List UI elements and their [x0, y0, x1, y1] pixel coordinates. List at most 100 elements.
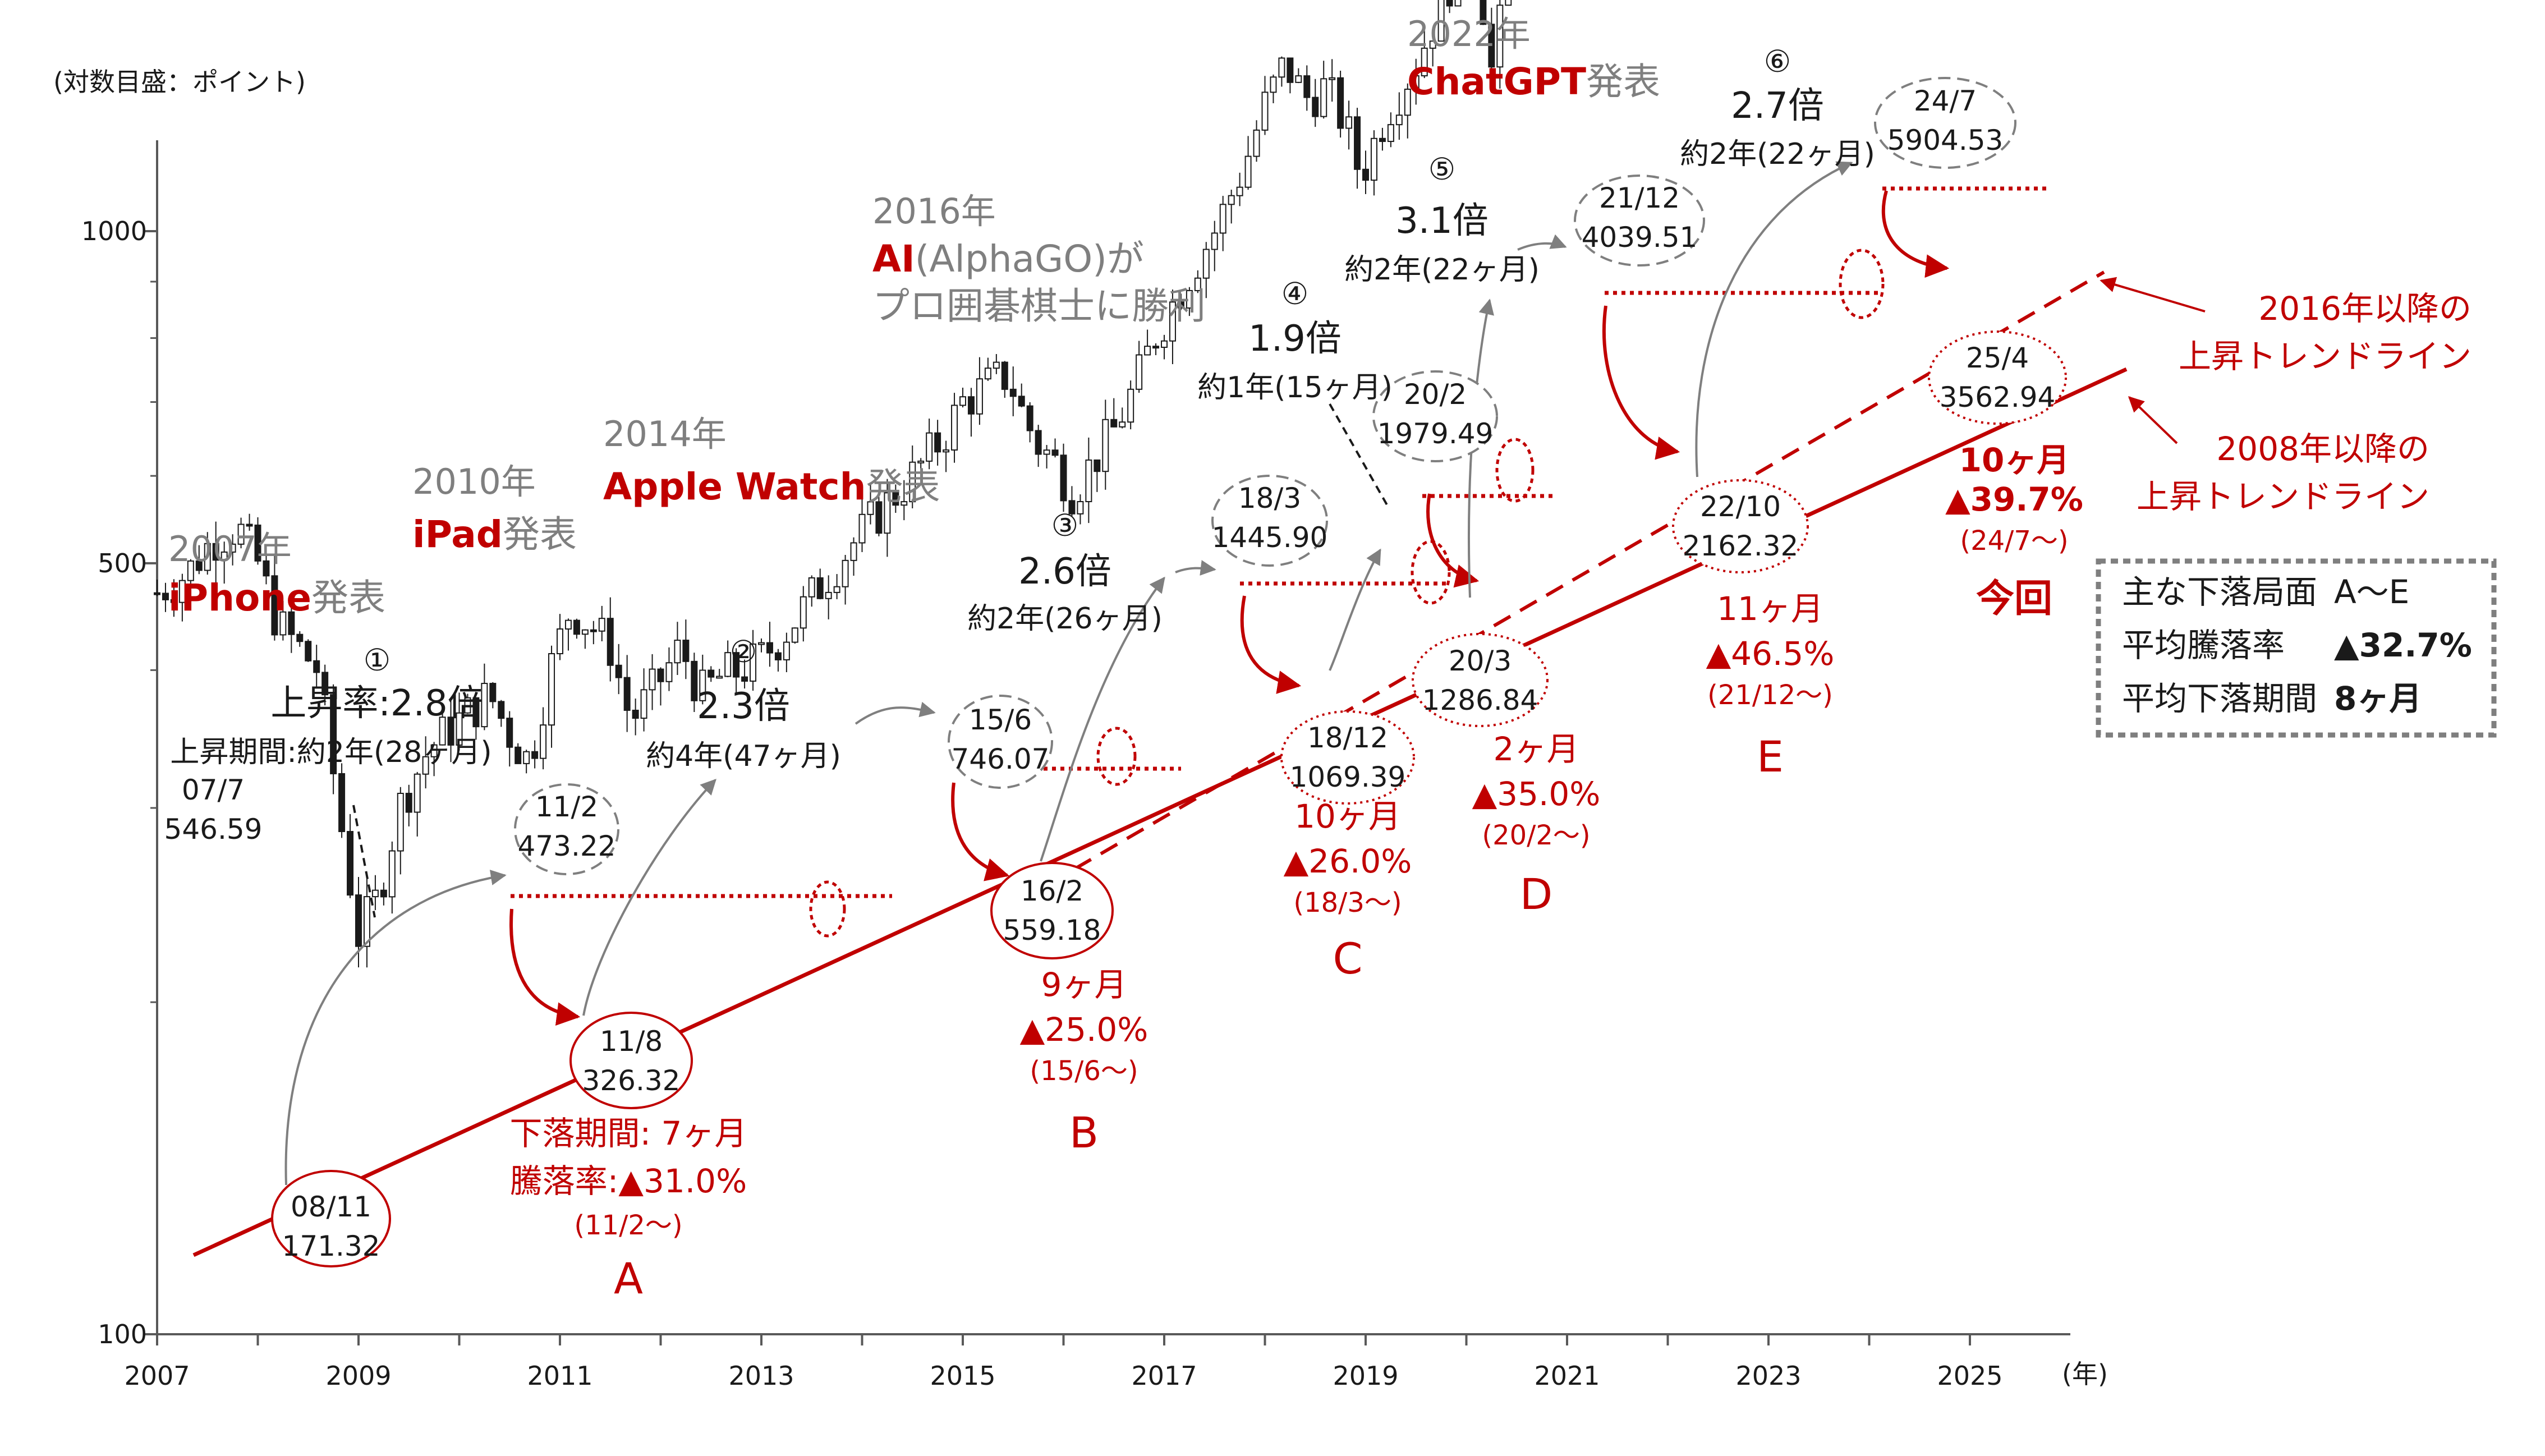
candle-body: [943, 449, 950, 453]
rally-arrow: [1040, 576, 1165, 862]
candle-body: [1253, 129, 1260, 157]
trough-date: 20/3: [1449, 645, 1512, 677]
candle-body: [1202, 249, 1210, 279]
candle-body: [967, 396, 975, 415]
candle-body: [1102, 419, 1109, 472]
event-title-part: AI: [872, 237, 915, 281]
candle-body: [951, 405, 958, 451]
decline-start: (15/6～): [1030, 1055, 1138, 1087]
rally-number: ③: [1051, 508, 1078, 543]
event-title: iPad発表: [412, 513, 577, 556]
event-title: iPhone発表: [168, 576, 385, 619]
rally-period-part: 上昇期間:: [170, 736, 297, 769]
event-year: 2010年: [412, 461, 536, 502]
candle-body: [557, 628, 563, 655]
candle-body: [1144, 346, 1151, 356]
peak-date: 21/12: [1599, 182, 1680, 214]
candle-body: [808, 577, 815, 598]
candle-body: [1354, 116, 1361, 170]
candle-body: [724, 652, 732, 677]
candle-body: [733, 652, 740, 678]
candle-body: [674, 640, 681, 664]
event-title-part: 発表: [503, 513, 577, 556]
candle-body: [791, 627, 798, 643]
candle-body: [321, 672, 329, 696]
candle-body: [1085, 459, 1092, 503]
candle-body: [498, 701, 505, 719]
candle-body: [1488, 24, 1495, 68]
trendline-label-arrow: [2128, 396, 2178, 444]
event-title-part: ChatGPT: [1407, 60, 1586, 103]
rally-rate: 3.1倍: [1395, 200, 1489, 242]
event-title-part: iPad: [412, 513, 503, 556]
candle-body: [993, 361, 1000, 369]
candle-body: [581, 629, 589, 635]
candle-body: [665, 662, 673, 682]
event-title: Apple Watch発表: [603, 465, 940, 508]
candle-body: [531, 751, 539, 759]
decline-letter: D: [1520, 869, 1553, 919]
candle-body: [1186, 290, 1193, 309]
event-title-part: 発表: [866, 465, 940, 508]
candle-body: [1169, 301, 1176, 342]
candle-body: [1236, 186, 1243, 196]
candle-body: [1001, 361, 1008, 390]
candle-body: [1043, 449, 1050, 455]
peak-date: 24/7: [1914, 85, 1977, 117]
candle-body: [1270, 76, 1277, 93]
decline-period: 11ヶ月: [1717, 590, 1823, 628]
candle-body: [741, 676, 748, 682]
rally-number: ⑥: [1764, 44, 1791, 79]
candle-body: [246, 523, 253, 527]
candle-body: [682, 640, 690, 662]
candle-body: [489, 683, 497, 702]
rally-arrow: [582, 778, 716, 1016]
candle-body: [481, 683, 488, 728]
event-title-part: 発表: [311, 576, 385, 619]
candle-body: [1119, 421, 1126, 428]
decline-letter: A: [614, 1253, 643, 1303]
candle-body: [380, 889, 387, 898]
candle-body: [220, 551, 228, 561]
candle-body: [573, 619, 580, 635]
candle-body: [850, 542, 857, 561]
rally-period-part: 約2年(28ヶ月): [297, 736, 492, 769]
x-tick-label: 2017: [1131, 1361, 1197, 1391]
event-year: 2016年: [872, 191, 996, 232]
axes: (対数目盛：ポイント) (年) 10050010005000 200720092…: [53, 67, 2108, 1391]
candle-body: [279, 611, 287, 636]
event-year: 2014年: [603, 414, 727, 454]
candle-body: [1136, 354, 1143, 390]
event-title-part: iPhone: [168, 576, 311, 619]
candle-body: [1395, 114, 1403, 126]
candle-body: [607, 618, 614, 666]
candle-body: [422, 756, 429, 775]
rally-arrow: [1517, 234, 1567, 251]
candle-body: [162, 592, 169, 600]
decline-period: 10ヶ月: [1959, 441, 2070, 479]
rally-period: 約1年(15ヶ月): [1197, 371, 1393, 405]
event-title-line2: プロ囲碁棋士に勝利: [872, 284, 1206, 328]
decline-rate: ▲25.0%: [1020, 1011, 1149, 1049]
candle-body: [330, 694, 337, 774]
rally-arrow: [1695, 161, 1853, 477]
candle-body: [405, 793, 412, 813]
rally-period: 約4年(47ヶ月): [646, 740, 841, 773]
summary-key: 平均騰落率: [2122, 626, 2285, 664]
decline-arrow: [509, 908, 581, 1026]
rally-number: ⑤: [1428, 151, 1455, 187]
candle-body: [1068, 500, 1076, 515]
candle-body: [1228, 195, 1235, 205]
summary-value: 8ヶ月: [2334, 679, 2422, 718]
decline-start: (18/3～): [1293, 887, 1402, 918]
trough-value: 1069.39: [1290, 761, 1406, 793]
candle-body: [1370, 137, 1377, 181]
candle-body: [1379, 137, 1386, 143]
candle-body: [766, 642, 773, 654]
y-ticks: 10050010005000: [81, 216, 157, 1349]
decline-period: 2ヶ月: [1494, 730, 1579, 768]
trough-callout-circle: [569, 1012, 693, 1109]
candle-body: [632, 709, 639, 719]
peak-value: 1979.49: [1377, 417, 1494, 450]
